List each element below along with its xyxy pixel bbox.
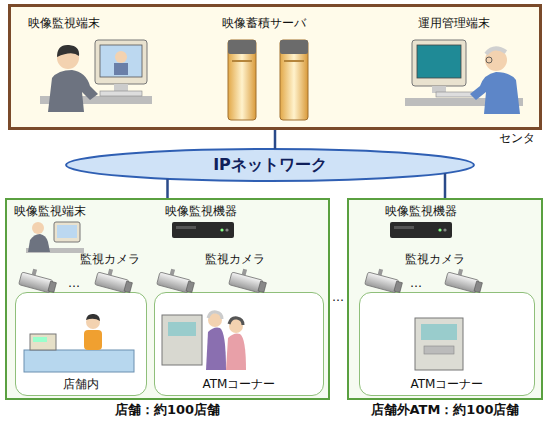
node-text: ATMコーナー xyxy=(155,376,323,392)
ellipsis-mark: … xyxy=(332,290,344,304)
device-label: 映像監視機器 xyxy=(385,204,457,218)
ellipsis-mark: … xyxy=(68,276,80,290)
device-label: 運用管理端末 xyxy=(418,16,490,30)
device-label: 監視カメラ xyxy=(405,252,465,266)
ellipsis-mark: … xyxy=(410,276,422,290)
network-link xyxy=(444,173,447,198)
device-label: 映像監視端末 xyxy=(28,16,100,30)
area-box: ATMコーナー xyxy=(359,292,535,396)
network-link xyxy=(274,130,277,149)
network-ellipse: IPネットワーク xyxy=(65,148,475,182)
atm-site-box: 店舗外ATM：約100店舗ATMコーナー xyxy=(347,198,543,400)
device-label: 映像監視端末 xyxy=(14,204,86,218)
store-box: 店舗：約100店舗店舗内ATMコーナー xyxy=(5,198,330,400)
node-text: IPネットワーク xyxy=(65,157,475,173)
network-link xyxy=(166,179,169,198)
node-text: 店舗：約100店舗 xyxy=(7,402,328,418)
ellipse-shape xyxy=(66,149,474,181)
node-text: ATMコーナー xyxy=(360,376,534,392)
device-label: 映像蓄積サーバ xyxy=(222,16,306,30)
area-box: ATMコーナー xyxy=(154,292,324,396)
area-box: 店舗内 xyxy=(15,292,147,396)
device-label: 映像監視機器 xyxy=(165,204,237,218)
device-label: 監視カメラ xyxy=(205,252,265,266)
node-text: 店舗外ATM：約100店舗 xyxy=(349,402,541,418)
node-text: センタ xyxy=(499,130,535,146)
node-text: 店舗内 xyxy=(16,376,146,392)
device-label: 監視カメラ xyxy=(80,252,140,266)
